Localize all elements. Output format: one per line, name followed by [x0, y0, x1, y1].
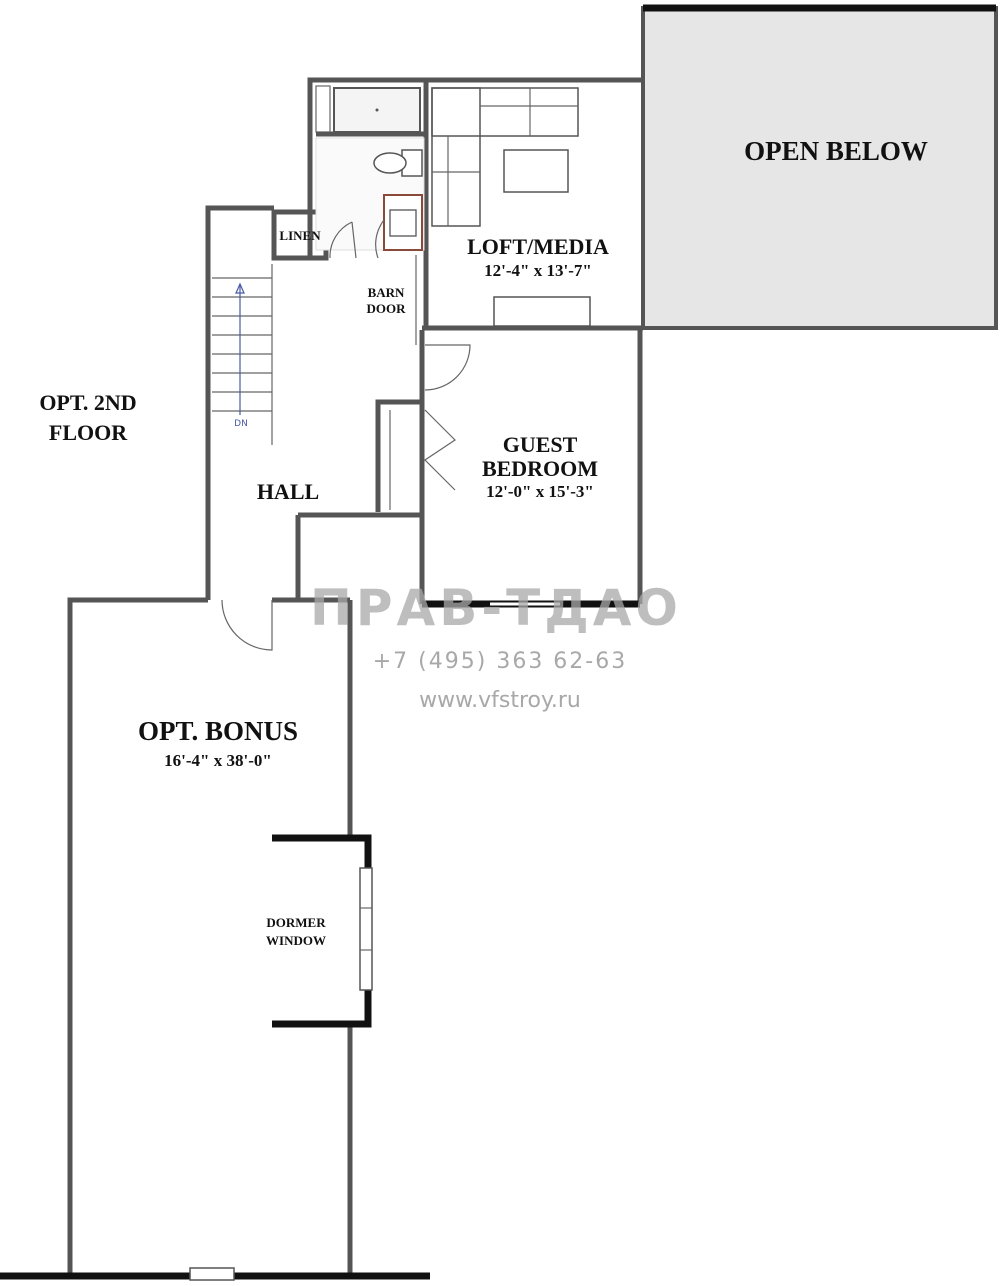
- stair-dn-label: DN: [234, 419, 248, 429]
- coffee-table: [503, 149, 569, 193]
- toilet: [373, 149, 423, 177]
- media-console: [493, 296, 591, 327]
- guest-dimensions: 12'-0" x 15'-3": [486, 482, 594, 501]
- vanity-sink: [383, 194, 423, 251]
- bonus-label: OPT. BONUS: [138, 716, 298, 746]
- bath-fixtures: [315, 87, 425, 259]
- barn-door-label-1: BARN: [368, 285, 405, 300]
- dormer-label-2: WINDOW: [266, 933, 326, 948]
- dormer-label-1: DORMER: [266, 915, 326, 930]
- watermark-phone: +7 (495) 363 62-63: [373, 649, 628, 674]
- upper-walls: [271, 77, 643, 345]
- guest-label-2: BEDROOM: [482, 456, 598, 481]
- loft-label: LOFT/MEDIA: [467, 234, 609, 259]
- opt-2nd-floor-label-2: FLOOR: [49, 420, 128, 445]
- barn-door-label-2: DOOR: [367, 301, 407, 316]
- guest-label-1: GUEST: [503, 432, 578, 457]
- open-below-area: [641, 4, 998, 330]
- watermark-site: www.vfstroy.ru: [419, 688, 581, 713]
- linen-label: LINEN: [279, 228, 321, 243]
- guest-walls: [295, 328, 643, 608]
- loft-dimensions: 12'-4" x 13'-7": [484, 261, 592, 280]
- watermark-logo: ПРАВ-ТДАО: [310, 579, 682, 637]
- bonus-dimensions: 16'-4" x 38'-0": [164, 751, 272, 770]
- stair: [205, 205, 274, 600]
- hall-label: HALL: [257, 479, 319, 504]
- loft-furniture: [431, 87, 591, 327]
- bonus-walls: [0, 597, 430, 1281]
- open-below-label: OPEN BELOW: [744, 136, 928, 166]
- opt-2nd-floor-label-1: OPT. 2ND: [39, 390, 136, 415]
